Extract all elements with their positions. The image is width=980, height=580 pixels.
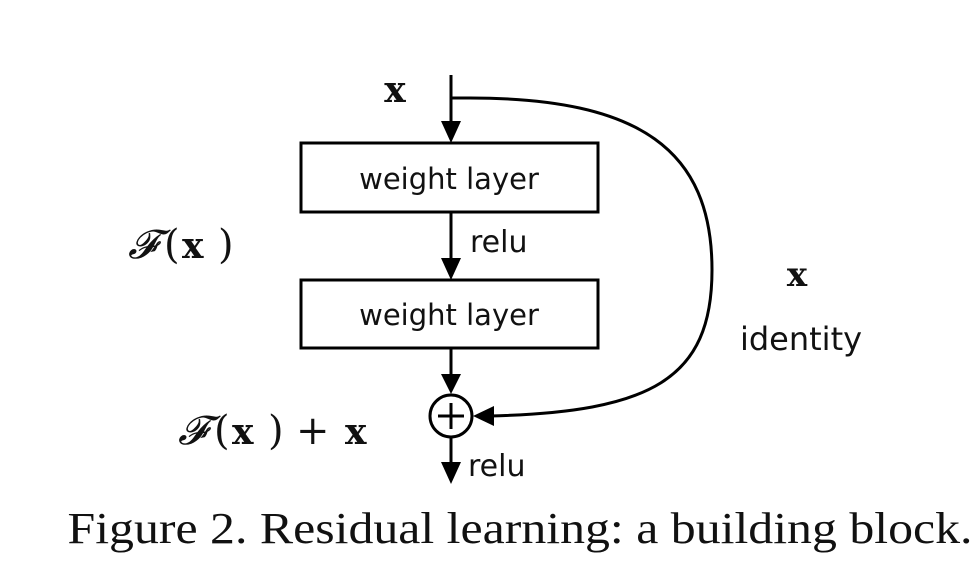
sum-input-arrowhead xyxy=(441,374,461,394)
residual-function-label: 𝓕 ( x ) xyxy=(128,222,234,268)
mid-arrowhead xyxy=(441,258,461,280)
paren-close: ) xyxy=(218,222,234,268)
relu-label-mid: relu xyxy=(470,225,527,260)
sum-x2: x xyxy=(345,411,367,453)
input-arrowhead xyxy=(441,121,461,143)
sum-plus: + xyxy=(296,408,330,454)
weight-layer-label-2: weight layer xyxy=(359,298,539,332)
sum-x: x xyxy=(232,411,254,453)
input-x-label: x xyxy=(384,69,406,111)
weight-layer-box-2 xyxy=(299,278,600,350)
shortcut-x-label: x xyxy=(787,255,808,295)
residual-x: x xyxy=(182,225,204,267)
output-arrowhead xyxy=(441,462,461,484)
figure-caption: Figure 2. Residual learning: a building … xyxy=(68,504,973,553)
identity-label: identity xyxy=(740,320,862,358)
paren-open: ( xyxy=(164,222,180,268)
identity-shortcut-curve xyxy=(451,96,714,418)
shortcut-arrowhead xyxy=(473,406,494,426)
sum-paren-close: ) xyxy=(268,408,284,454)
weight-layer-label-1: weight layer xyxy=(359,162,539,196)
relu-label-out: relu xyxy=(468,449,525,484)
sum-output-label: 𝓕 ( x ) + x xyxy=(178,408,367,454)
sum-paren-open: ( xyxy=(214,408,230,454)
